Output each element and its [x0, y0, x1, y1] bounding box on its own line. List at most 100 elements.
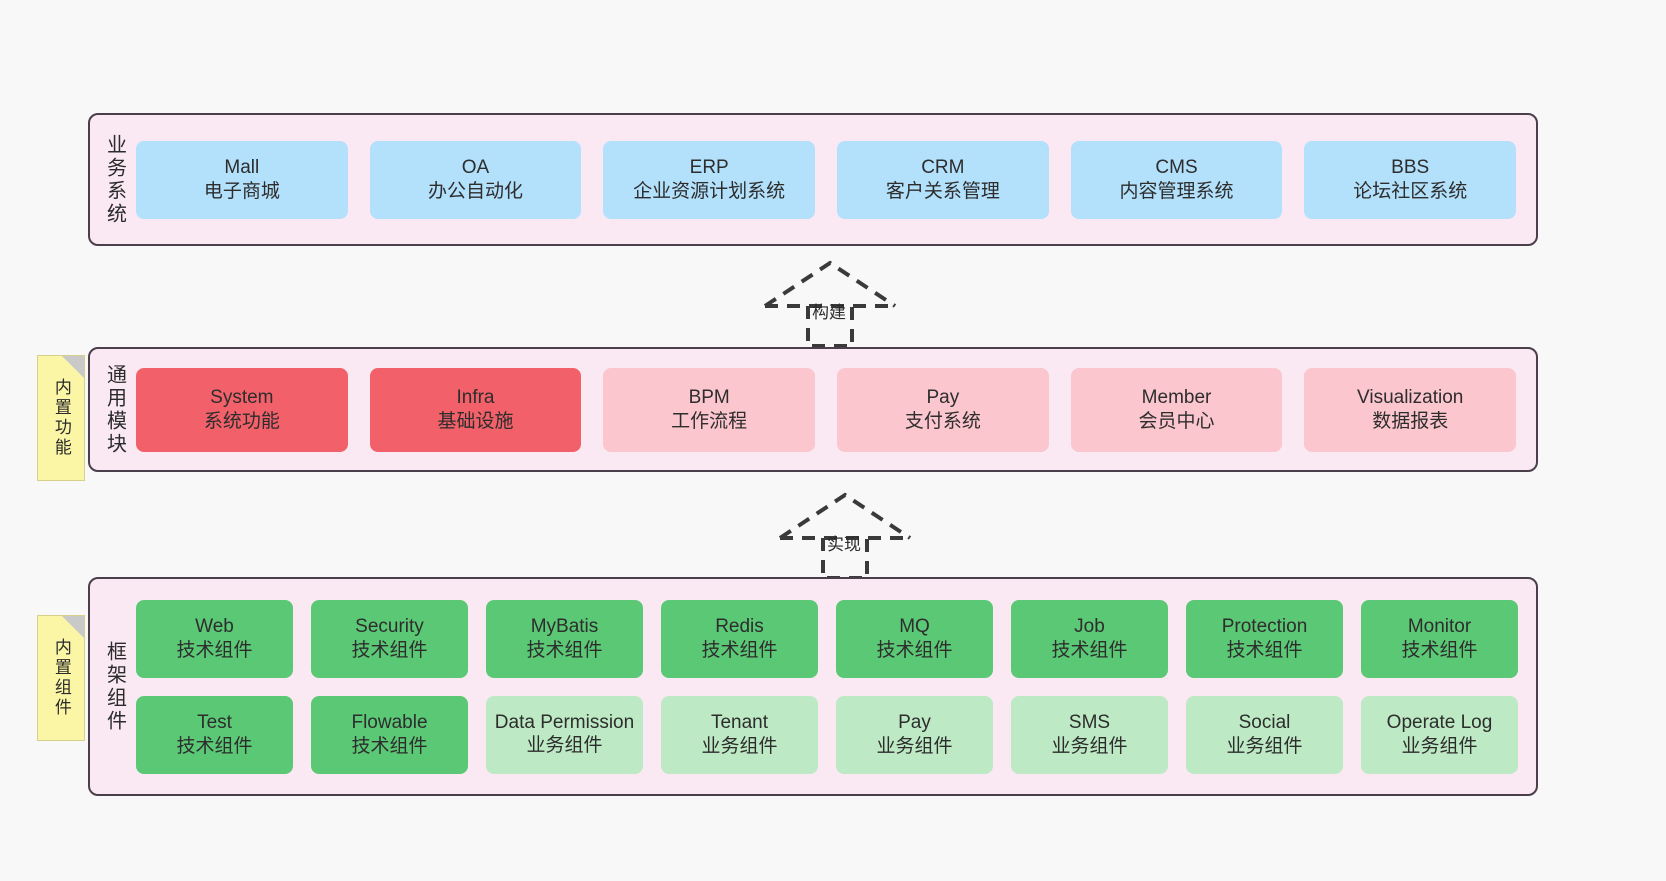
- node-subtitle: 业务组件: [701, 735, 778, 757]
- node-subtitle: 技术组件: [701, 639, 778, 661]
- node-subtitle: 电子商城: [203, 180, 280, 202]
- node-mybatis[interactable]: MyBatis 技术组件: [486, 599, 643, 678]
- node-pay[interactable]: Pay 支付系统: [837, 367, 1049, 452]
- row-tech-components: Web 技术组件 Security 技术组件 MyBatis 技术组件 Redi…: [136, 599, 1518, 678]
- sticky-note-builtin-component: 内置组件: [37, 615, 85, 741]
- node-subtitle: 基础设施: [437, 410, 514, 432]
- layer-title-framework-component: 框架组件: [90, 579, 132, 794]
- node-bbs[interactable]: BBS 论坛社区系统: [1304, 140, 1517, 219]
- node-subtitle: 业务组件: [526, 734, 603, 756]
- node-crm[interactable]: CRM 客户关系管理: [837, 140, 1049, 219]
- node-web[interactable]: Web 技术组件: [136, 599, 293, 678]
- node-social[interactable]: Social 业务组件: [1186, 695, 1343, 774]
- node-title: BBS: [1391, 157, 1430, 179]
- layer-title-text: 通用模块: [103, 363, 126, 456]
- node-subtitle: 企业资源计划系统: [633, 180, 786, 202]
- layer-framework-component: 框架组件 Web 技术组件 Security 技术组件 MyBatis 技术组件…: [88, 577, 1538, 796]
- sticky-fold-corner-icon: [62, 616, 84, 638]
- node-title: System: [210, 387, 274, 409]
- node-member[interactable]: Member 会员中心: [1070, 367, 1283, 452]
- node-subtitle: 技术组件: [176, 639, 253, 661]
- layer-body-business-system: Mall 电子商城 OA 办公自动化 ERP 企业资源计划系统 CRM 客户关系…: [132, 115, 1536, 244]
- sticky-note-text: 内置组件: [51, 638, 71, 718]
- node-title: MyBatis: [530, 616, 599, 638]
- node-subtitle: 技术组件: [176, 735, 253, 757]
- row-business-systems: Mall 电子商城 OA 办公自动化 ERP 企业资源计划系统 CRM 客户关系…: [136, 140, 1517, 219]
- node-subtitle: 技术组件: [351, 735, 428, 757]
- layer-title-business-system: 业务系统: [90, 115, 132, 244]
- connector-implement: 实现: [775, 490, 915, 580]
- node-security[interactable]: Security 技术组件: [311, 599, 468, 678]
- node-subtitle: 业务组件: [876, 735, 953, 757]
- row-common-modules: System 系统功能 Infra 基础设施 BPM 工作流程 Pay 支付系统…: [136, 367, 1517, 452]
- node-test[interactable]: Test 技术组件: [136, 695, 293, 774]
- node-subtitle: 技术组件: [1401, 639, 1478, 661]
- node-title: Operate Log: [1386, 712, 1493, 734]
- node-title: Protection: [1221, 616, 1308, 638]
- node-data-permission[interactable]: Data Permission 业务组件: [486, 695, 643, 774]
- node-title: ERP: [689, 157, 729, 179]
- node-subtitle: 内容管理系统: [1119, 180, 1234, 202]
- layer-title-common-module: 通用模块: [90, 349, 132, 470]
- node-subtitle: 业务组件: [1401, 735, 1478, 757]
- node-erp[interactable]: ERP 企业资源计划系统: [603, 140, 816, 219]
- node-subtitle: 支付系统: [904, 410, 981, 432]
- node-title: Member: [1141, 387, 1212, 409]
- node-title: Web: [195, 616, 234, 638]
- node-title: MQ: [899, 616, 930, 638]
- node-monitor[interactable]: Monitor 技术组件: [1361, 599, 1518, 678]
- node-title: Monitor: [1407, 616, 1472, 638]
- node-title: Pay: [898, 712, 931, 734]
- sticky-fold-corner-icon: [62, 356, 84, 378]
- node-subtitle: 会员中心: [1138, 410, 1215, 432]
- node-visualization[interactable]: Visualization 数据报表: [1304, 367, 1517, 452]
- node-title: Security: [355, 616, 424, 638]
- node-infra[interactable]: Infra 基础设施: [369, 367, 582, 452]
- node-operate-log[interactable]: Operate Log 业务组件: [1361, 695, 1518, 774]
- node-title: CRM: [921, 157, 965, 179]
- node-subtitle: 技术组件: [351, 639, 428, 661]
- node-sms[interactable]: SMS 业务组件: [1011, 695, 1168, 774]
- node-pay-component[interactable]: Pay 业务组件: [836, 695, 993, 774]
- node-bpm[interactable]: BPM 工作流程: [603, 367, 816, 452]
- node-subtitle: 技术组件: [1051, 639, 1128, 661]
- layer-body-framework-component: Web 技术组件 Security 技术组件 MyBatis 技术组件 Redi…: [132, 579, 1536, 794]
- node-subtitle: 工作流程: [671, 410, 748, 432]
- node-protection[interactable]: Protection 技术组件: [1186, 599, 1343, 678]
- node-flowable[interactable]: Flowable 技术组件: [311, 695, 468, 774]
- node-title: Flowable: [351, 712, 428, 734]
- node-redis[interactable]: Redis 技术组件: [661, 599, 818, 678]
- implement-arrow-icon: [778, 492, 912, 580]
- node-title: Mall: [224, 157, 260, 179]
- node-system[interactable]: System 系统功能: [136, 367, 348, 452]
- build-arrow-icon: [763, 260, 897, 348]
- row-business-components: Test 技术组件 Flowable 技术组件 Data Permission …: [136, 695, 1518, 774]
- sticky-note-builtin-function: 内置功能: [37, 355, 85, 481]
- node-subtitle: 技术组件: [876, 639, 953, 661]
- node-job[interactable]: Job 技术组件: [1011, 599, 1168, 678]
- node-subtitle: 数据报表: [1372, 410, 1449, 432]
- node-title: Social: [1238, 712, 1291, 734]
- node-mq[interactable]: MQ 技术组件: [836, 599, 993, 678]
- node-subtitle: 客户关系管理: [885, 180, 1000, 202]
- connector-build: 构建: [760, 258, 900, 348]
- node-mall[interactable]: Mall 电子商城: [136, 140, 348, 219]
- node-subtitle: 技术组件: [1226, 639, 1303, 661]
- node-title: Redis: [715, 616, 764, 638]
- node-title: SMS: [1068, 712, 1111, 734]
- node-subtitle: 技术组件: [526, 639, 603, 661]
- layer-title-text: 框架组件: [103, 640, 126, 733]
- node-title: CMS: [1155, 157, 1198, 179]
- connector-build-label: 构建: [812, 303, 846, 322]
- node-cms[interactable]: CMS 内容管理系统: [1070, 140, 1283, 219]
- node-oa[interactable]: OA 办公自动化: [369, 140, 582, 219]
- node-tenant[interactable]: Tenant 业务组件: [661, 695, 818, 774]
- node-title: Data Permission: [494, 712, 635, 734]
- node-subtitle: 业务组件: [1226, 735, 1303, 757]
- layer-business-system: 业务系统 Mall 电子商城 OA 办公自动化 ERP 企业资源计划系统 CRM: [88, 113, 1538, 246]
- node-title: Infra: [456, 387, 495, 409]
- node-title: BPM: [688, 387, 730, 409]
- node-subtitle: 系统功能: [203, 410, 280, 432]
- node-title: Visualization: [1357, 387, 1464, 409]
